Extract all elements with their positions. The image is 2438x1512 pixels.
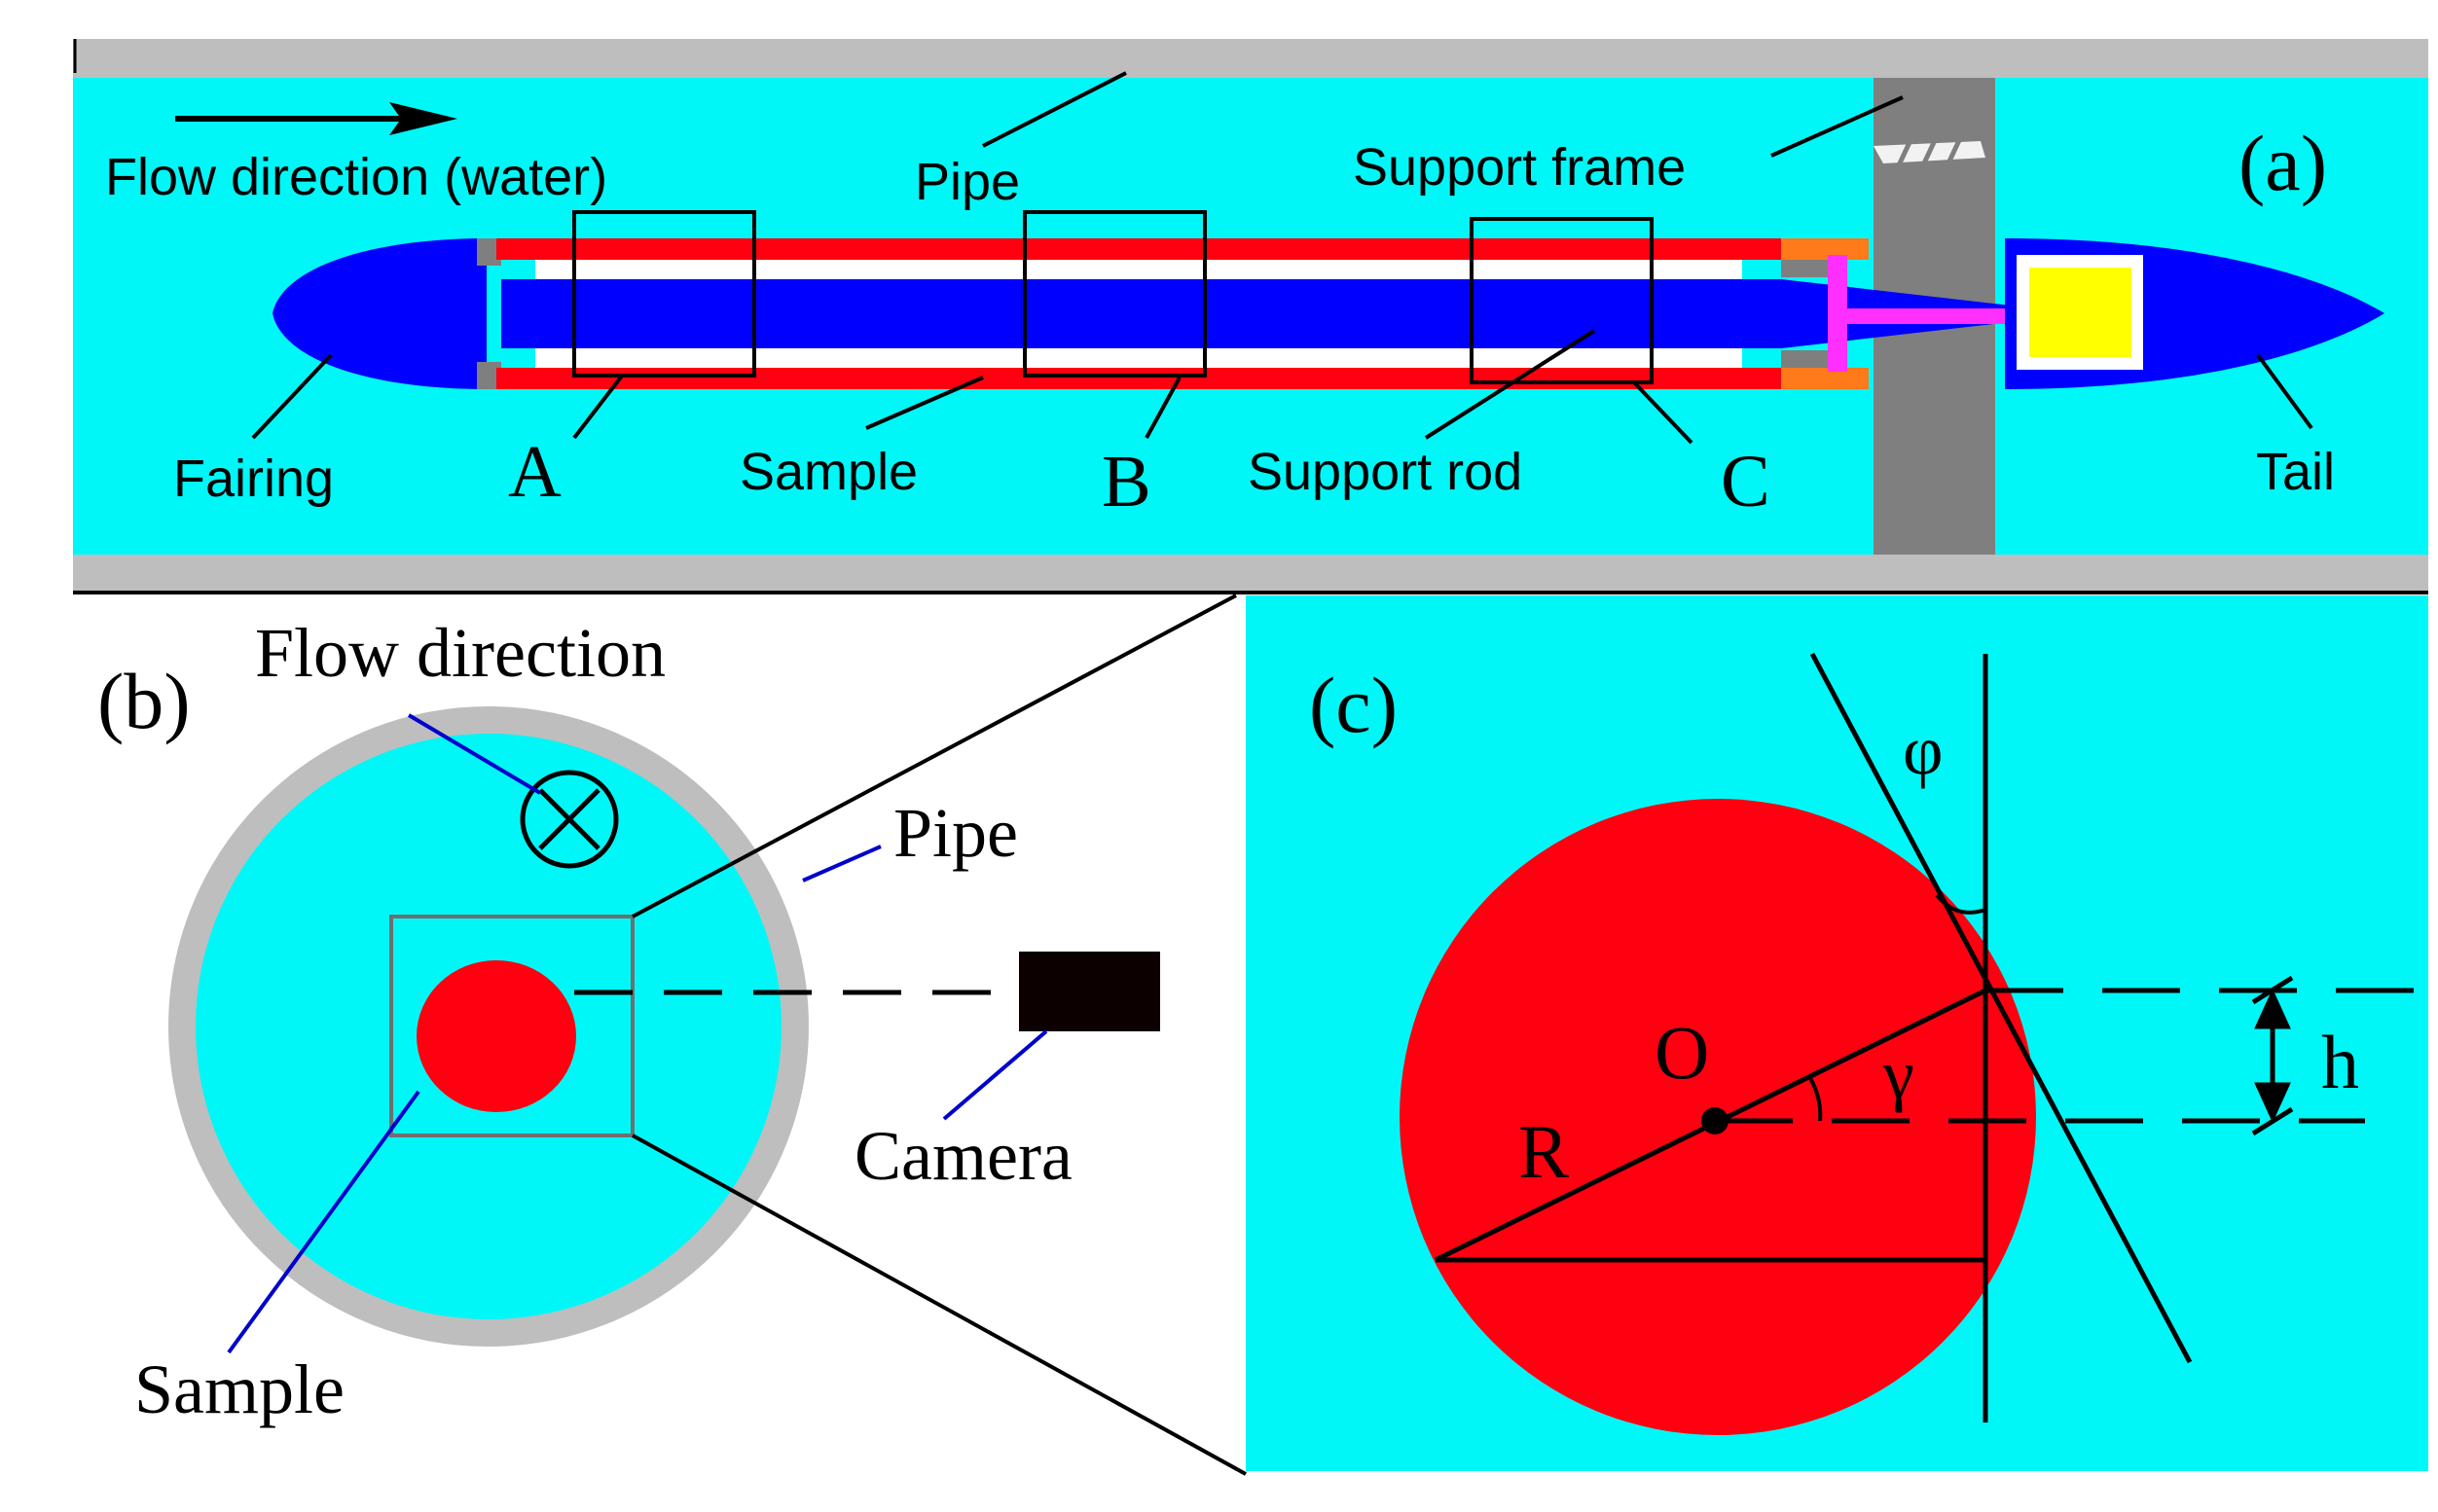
end-ring-top bbox=[1781, 238, 1869, 260]
section-c-label: C bbox=[1721, 441, 1770, 522]
gamma-arc bbox=[1808, 1077, 1823, 1122]
sensor bbox=[2029, 268, 2131, 357]
zoom-line-top bbox=[632, 594, 1237, 918]
fairing-label: Fairing bbox=[173, 450, 334, 508]
sample-label-a: Sample bbox=[740, 443, 918, 501]
panel-b-leaders bbox=[227, 713, 1048, 1354]
center-point bbox=[1701, 1107, 1728, 1134]
sample-label-b: Sample bbox=[134, 1350, 345, 1428]
sample-tube-bottom bbox=[496, 368, 1781, 389]
phi-label: φ bbox=[1903, 711, 1944, 789]
flow-direction-label: Flow direction bbox=[255, 614, 666, 692]
pipe-label-b: Pipe bbox=[893, 794, 1018, 872]
tangent-line bbox=[1809, 652, 2193, 1364]
gamma-label: γ bbox=[1882, 1035, 1914, 1113]
pipe-label: Pipe bbox=[915, 153, 1020, 211]
panel-a: (a) Flow direction (water) Pipe Support … bbox=[73, 39, 2428, 594]
section-a-label: A bbox=[508, 431, 562, 513]
pipe-top-wall bbox=[73, 39, 2428, 78]
panel-a-label: (a) bbox=[2238, 119, 2327, 207]
radius-label: R bbox=[1518, 1109, 1569, 1194]
fairing bbox=[273, 238, 487, 389]
flow-arrow-head bbox=[389, 102, 457, 135]
pipe-bottom-wall bbox=[73, 555, 2428, 592]
section-b-label: B bbox=[1102, 441, 1151, 522]
flow-into-page-icon bbox=[520, 770, 619, 869]
section-box-a bbox=[572, 210, 756, 378]
center-label: O bbox=[1655, 1010, 1709, 1095]
frame-hatch-lines bbox=[1895, 134, 1964, 169]
flow-direction-symbol bbox=[520, 770, 619, 869]
panel-a-leaders bbox=[251, 71, 2313, 445]
support-rod bbox=[501, 279, 2020, 348]
gap-top bbox=[535, 260, 1742, 279]
height-label: h bbox=[2321, 1020, 2359, 1104]
height-dimension bbox=[2251, 975, 2294, 1136]
section-box-b bbox=[1023, 210, 1207, 378]
tail-label: Tail bbox=[2256, 443, 2335, 501]
camera-label: Camera bbox=[855, 1117, 1073, 1195]
end-ring-bottom-inner bbox=[1781, 350, 1830, 368]
flow-direction-water-label: Flow direction (water) bbox=[105, 148, 607, 206]
gap-bottom bbox=[535, 348, 1742, 368]
phi-arc bbox=[1935, 893, 1986, 915]
section-box-c bbox=[1470, 217, 1654, 384]
support-frame-label: Support frame bbox=[1353, 138, 1686, 197]
support-rod-label: Support rod bbox=[1248, 443, 1522, 501]
camera-icon bbox=[1019, 952, 1160, 1031]
sample-tube-top bbox=[496, 238, 1781, 260]
panel-b: (b) Flow direction Pipe Camera Sample bbox=[97, 594, 1247, 1476]
panel-c: (c) φ O γ R h bbox=[1246, 595, 2428, 1471]
zoom-line-bottom bbox=[632, 1134, 1247, 1476]
panel-b-label: (b) bbox=[97, 657, 191, 745]
sample-cross-section bbox=[417, 960, 576, 1112]
connector-horizontal bbox=[1844, 308, 2029, 324]
end-ring-top-inner bbox=[1781, 260, 1830, 277]
end-ring-bottom bbox=[1781, 368, 1869, 389]
zoom-box bbox=[389, 915, 635, 1137]
panel-c-label: (c) bbox=[1309, 661, 1398, 749]
connector-vertical bbox=[1828, 255, 1847, 372]
